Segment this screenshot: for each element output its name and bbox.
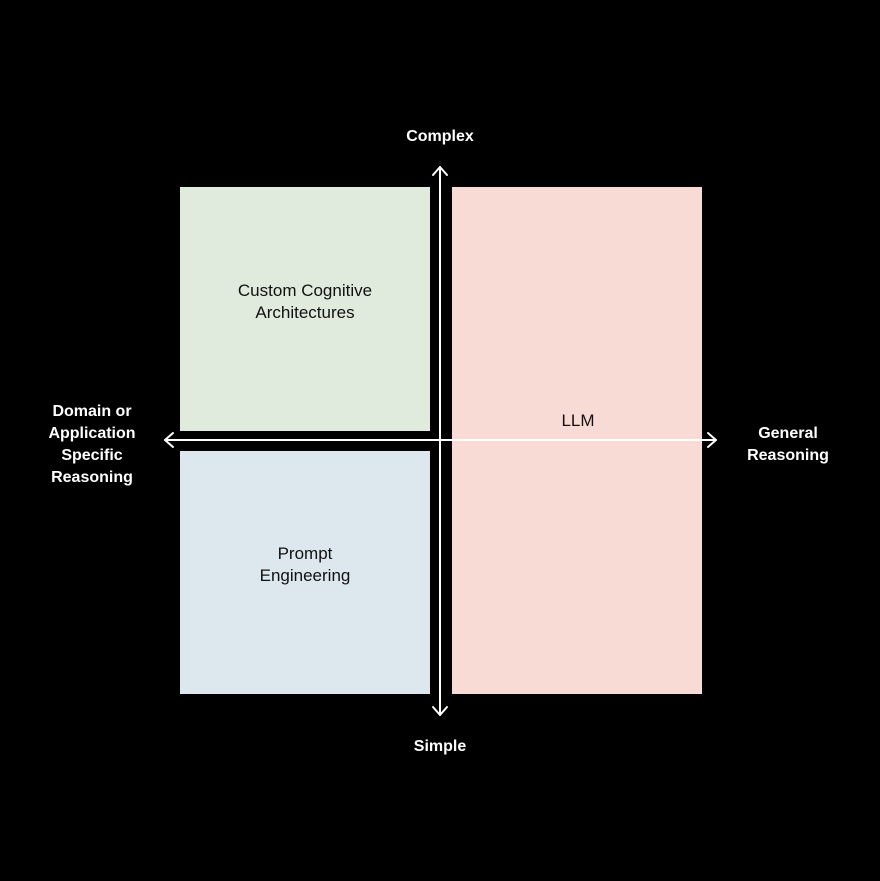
quadrant-custom-cognitive-architectures: Custom Cognitive Architectures [180,187,430,431]
arrow-left-icon [164,432,174,448]
quadrant-label-custom-cognitive: Custom Cognitive Architectures [237,281,373,322]
arrow-down-icon [432,706,448,716]
axis-label-domain-specific: Domain or Application Specific Reasoning [48,403,136,486]
arrow-up-icon [432,166,448,176]
quadrant-label-llm: LLM [561,411,595,430]
axis-label-general-reasoning: General Reasoning [747,425,829,464]
quadrant-prompt-engineering: Prompt Engineering [180,451,430,694]
quadrant-label-prompt-engineering: Prompt Engineering [259,543,351,585]
axis-label-simple: Simple [413,738,467,755]
arrow-right-icon [707,432,717,448]
axis-label-complex: Complex [406,128,474,145]
